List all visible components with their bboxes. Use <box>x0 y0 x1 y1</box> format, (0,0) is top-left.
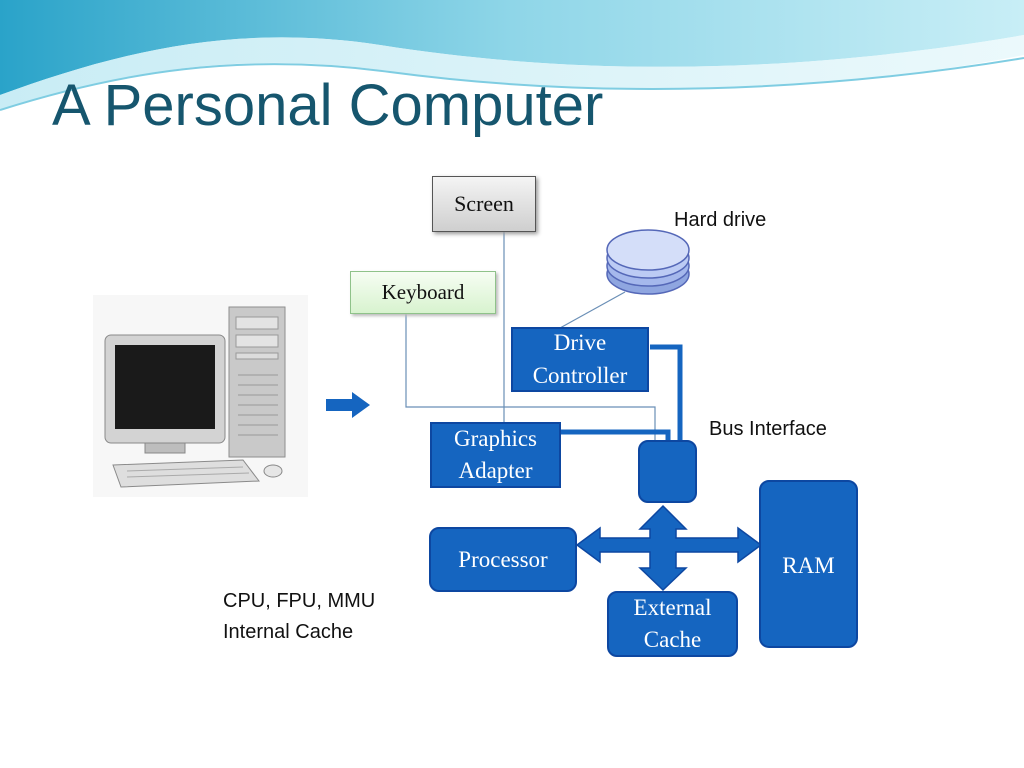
graphics-adapter-box: Graphics Adapter <box>430 422 561 488</box>
system-bus-arrows <box>575 504 763 592</box>
hard-drive-icon <box>606 229 690 295</box>
right-arrow-icon <box>326 392 370 418</box>
drive-controller-box: Drive Controller <box>511 327 649 392</box>
processor-box: Processor <box>429 527 577 592</box>
ram-label: RAM <box>782 553 835 578</box>
screen-label: Screen <box>454 191 514 216</box>
header-wave-decoration <box>0 0 1024 111</box>
adapter-to-bus-link <box>561 429 671 440</box>
hard-drive-label: Hard drive <box>674 209 767 231</box>
screen-box: Screen <box>432 176 536 232</box>
ram-box: RAM <box>759 480 858 648</box>
keyboard-box: Keyboard <box>350 271 496 314</box>
personal-computer-illustration <box>93 295 308 497</box>
cpu-note-label: CPU, FPU, MMU Internal Cache <box>223 590 376 643</box>
slide-title: A Personal Computer <box>52 73 604 138</box>
external-cache-box: External Cache <box>607 591 738 657</box>
keyboard-to-bus-line <box>405 314 656 440</box>
keyboard-label: Keyboard <box>381 280 465 304</box>
bus-interface-label: Bus Interface <box>709 418 827 440</box>
graphics-adapter-label: Graphics Adapter <box>453 425 538 483</box>
bus-interface-box <box>638 440 697 503</box>
drive-controller-label: Drive Controller <box>532 330 628 388</box>
controller-to-bus-link <box>650 344 683 440</box>
processor-label: Processor <box>458 547 548 572</box>
external-cache-label: External Cache <box>633 594 712 652</box>
harddrive-to-controller-line <box>559 291 626 329</box>
